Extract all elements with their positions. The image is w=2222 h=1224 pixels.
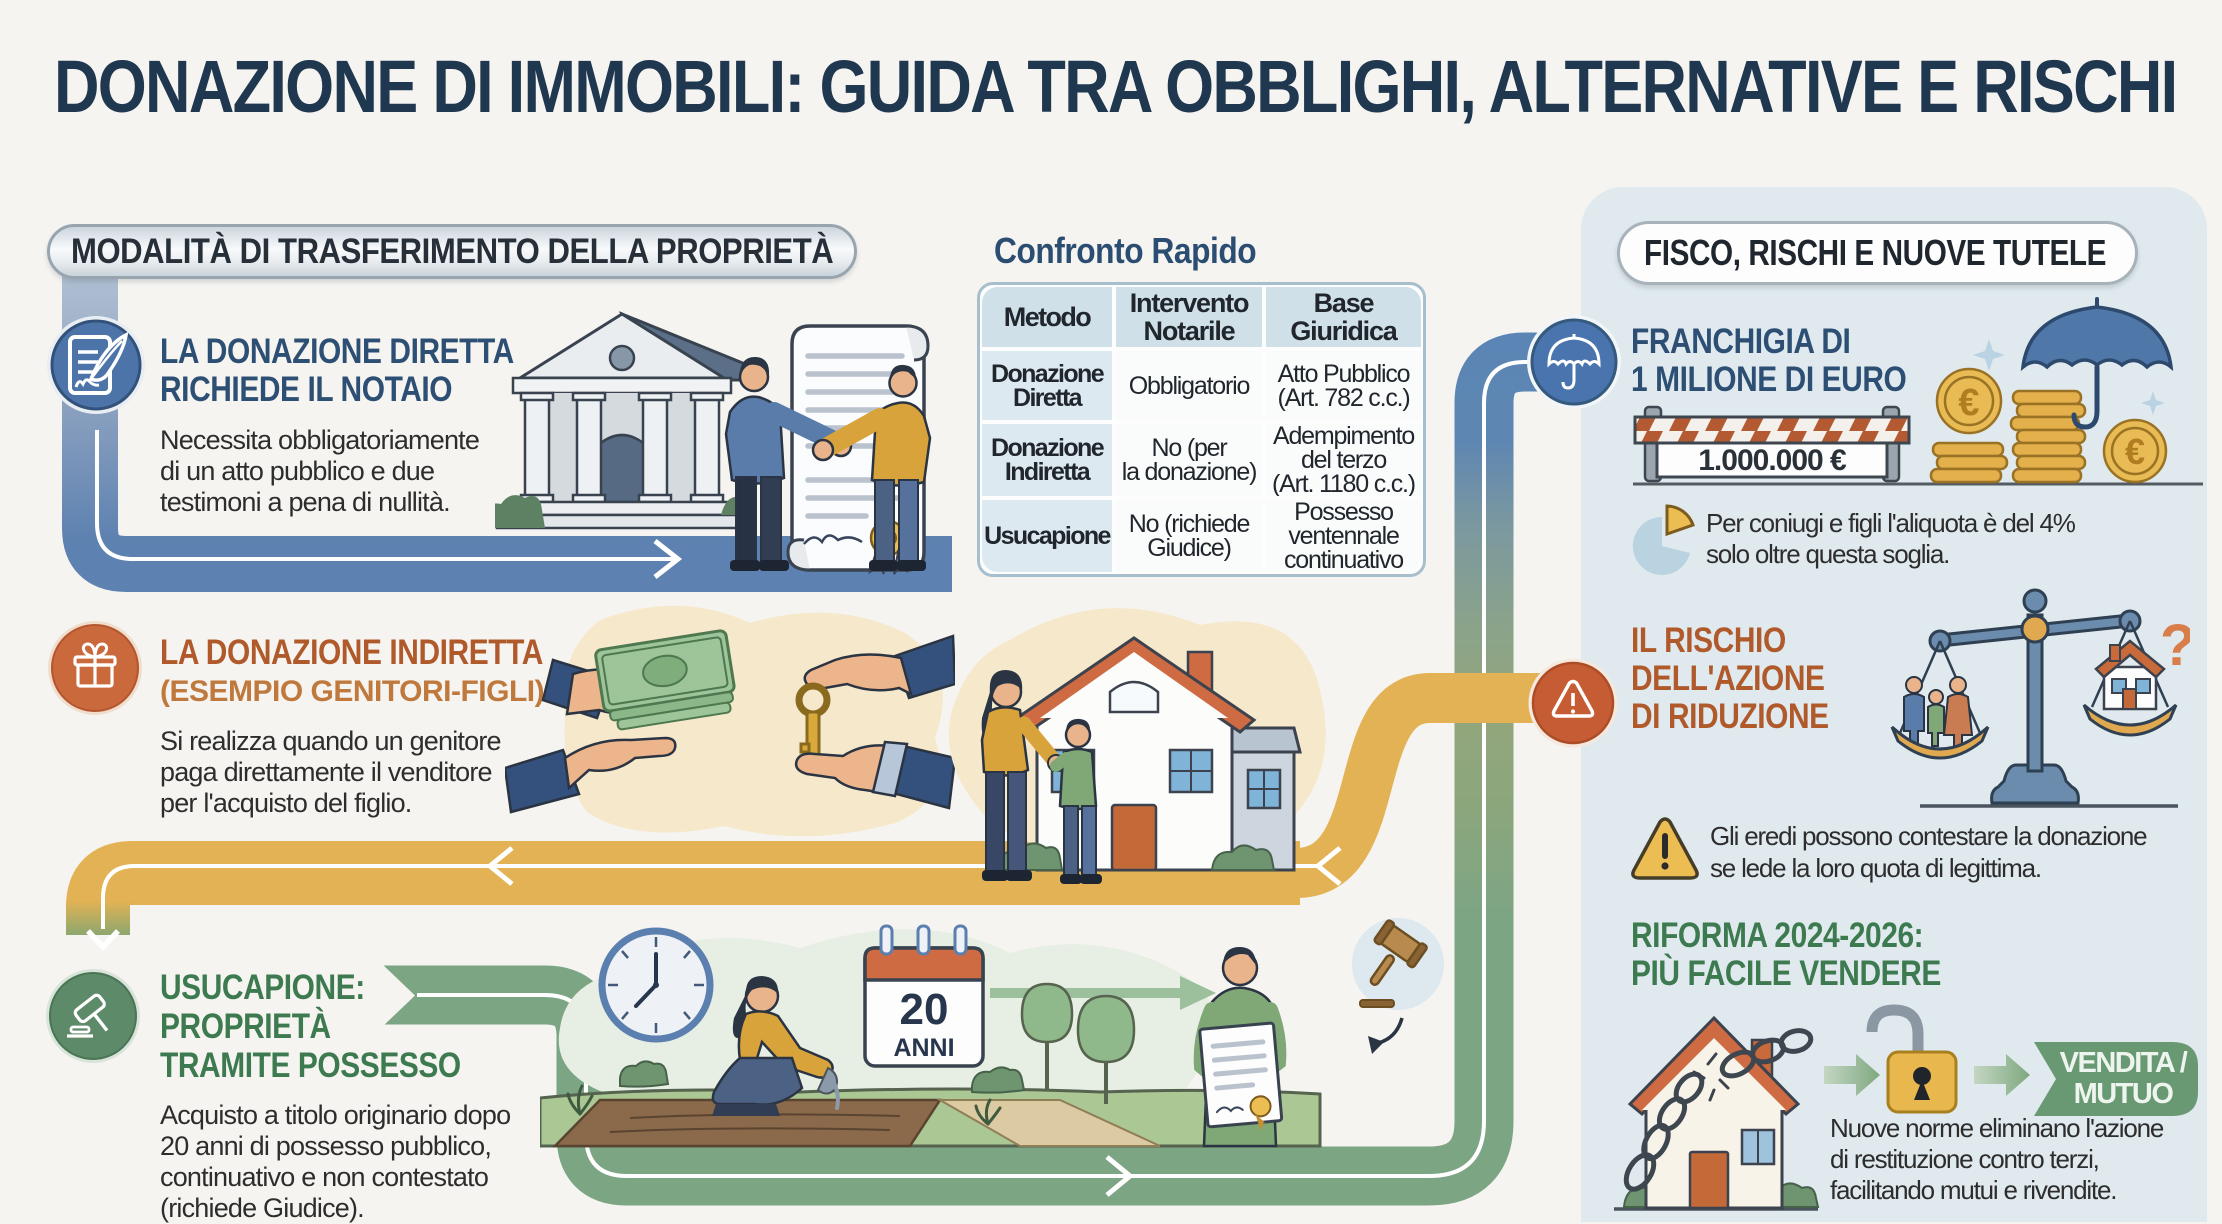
svg-text:?: ? (2160, 613, 2190, 678)
svg-text:20: 20 (900, 985, 949, 1034)
svg-text:ANNI: ANNI (893, 1034, 954, 1062)
svg-text:VENDITA /: VENDITA / (2060, 1047, 2188, 1079)
svg-text:€: € (1958, 382, 1979, 424)
svg-text:€: € (2125, 431, 2145, 472)
svg-text:1.000.000 €: 1.000.000 € (1698, 444, 1847, 477)
svg-text:MUTUO: MUTUO (2074, 1078, 2174, 1110)
